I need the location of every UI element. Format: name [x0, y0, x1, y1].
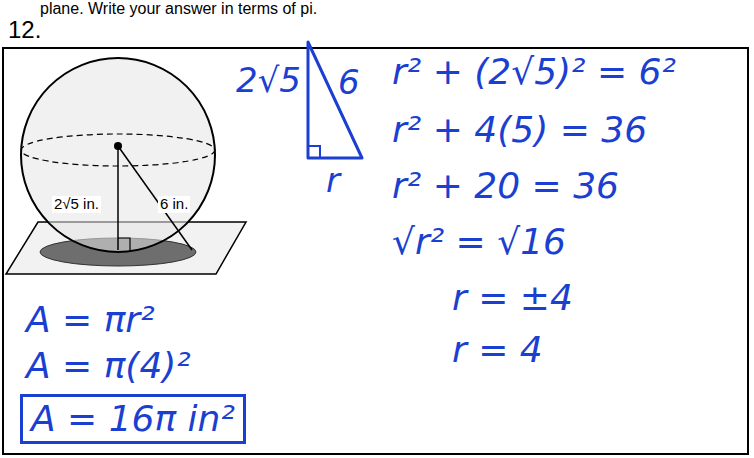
final-answer: A = 16π in² [20, 394, 246, 444]
equation-step: r = 4 [452, 330, 543, 370]
dimension-label: 6 in. [158, 196, 190, 213]
equation-step: r² + (2√5)² = 6² [392, 52, 676, 92]
equation-step: r² + 4(5) = 36 [392, 110, 647, 150]
sketch-triangle [308, 42, 362, 158]
right-angle-mark [118, 238, 130, 250]
instruction-text: plane. Write your answer in terms of pi. [40, 0, 317, 18]
area-step: A = π(4)² [26, 346, 191, 386]
problem-frame [3, 48, 748, 454]
area-formula: A = πr² [26, 300, 155, 340]
distance-segment [117, 146, 119, 250]
sphere [21, 58, 215, 252]
problem-number: 12. [8, 17, 41, 43]
dimension-label: 2√5 in. [52, 196, 101, 213]
side-label: r [326, 162, 340, 199]
equation-step: √r² = √16 [392, 222, 566, 262]
equation-step: r = ±4 [452, 278, 573, 318]
radius-segment [118, 146, 192, 250]
equation-step: r² + 20 = 36 [392, 166, 619, 206]
side-label: 2√5 [236, 62, 301, 99]
side-label: 6 [338, 64, 360, 101]
right-angle-mark [308, 146, 320, 158]
